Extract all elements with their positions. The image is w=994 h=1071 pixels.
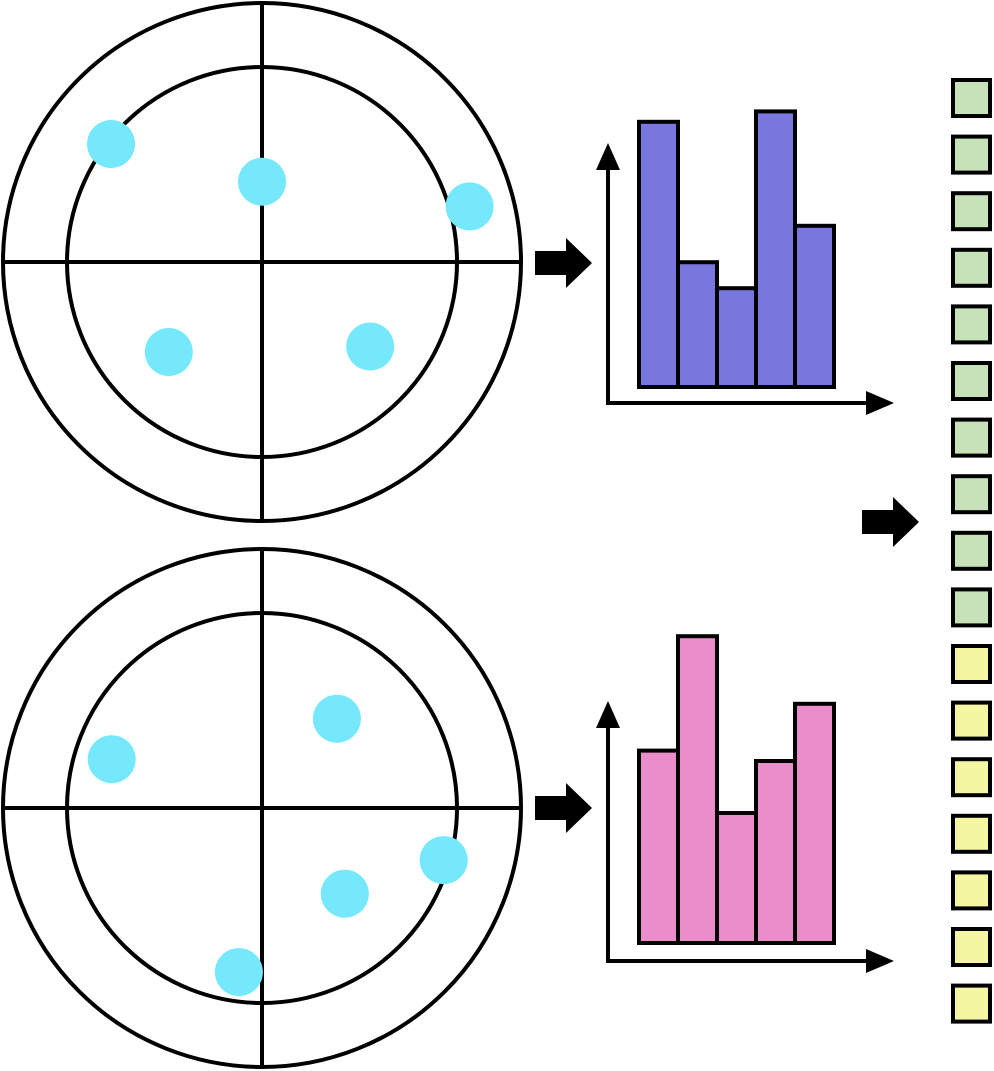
vector-cell-yellow [951, 757, 992, 798]
sample-point [346, 322, 395, 371]
vector-cell-green [951, 191, 992, 232]
histogram-bar [715, 286, 758, 390]
vector-cell-green [951, 78, 992, 118]
sample-point [320, 869, 369, 918]
polar-grid-bottom [1, 547, 523, 1069]
sample-point [214, 948, 263, 997]
arrow-up-icon [596, 701, 620, 728]
vector-cell-green [951, 417, 992, 458]
sample-point [87, 120, 135, 168]
histogram-bar [793, 223, 836, 389]
sample-point [445, 182, 494, 231]
sample-point [312, 694, 361, 743]
vector-cell-yellow [951, 927, 992, 967]
vector-cell-yellow [951, 700, 992, 741]
histogram-bar [637, 119, 680, 390]
sample-point [419, 836, 468, 885]
sample-point [238, 157, 286, 206]
vector-cell-green [951, 530, 992, 571]
histogram-bottom [596, 634, 894, 973]
histogram-bar [637, 748, 680, 945]
histogram-bar [715, 811, 758, 945]
sample-point [87, 735, 136, 784]
arrow-up-icon [596, 143, 620, 170]
vector-cell-green [951, 474, 992, 515]
vector-cell-green [951, 247, 992, 288]
vector-cell-green [951, 134, 992, 175]
vector-cell-green [951, 361, 992, 401]
histogram-bar [793, 701, 836, 945]
arrow-right-icon [866, 391, 894, 415]
arrow-right-icon [535, 238, 592, 288]
vector-cell-yellow [951, 813, 992, 854]
histogram-top [596, 109, 894, 415]
arrow-right-icon [862, 497, 919, 547]
arrow-right-icon [866, 949, 894, 973]
sample-point [144, 328, 193, 376]
histogram-bar [676, 634, 719, 945]
arrow-right-icon [535, 783, 592, 833]
vector-cell-yellow [951, 644, 992, 684]
vector-cell-green [951, 587, 992, 628]
histogram-bar [754, 759, 797, 945]
feature-vector [951, 78, 992, 1024]
vector-cell-yellow [951, 870, 992, 911]
polar-grid-top [1, 1, 523, 523]
vector-cell-yellow [951, 983, 992, 1024]
histogram-bar [754, 109, 797, 390]
vector-cell-green [951, 304, 992, 345]
histogram-bar [676, 260, 719, 390]
